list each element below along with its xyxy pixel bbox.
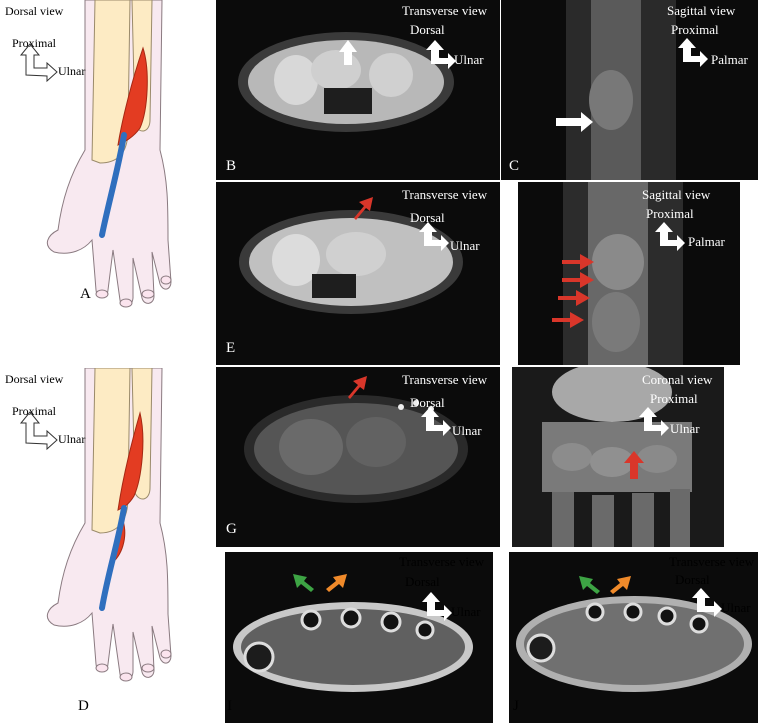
red-arrow-icon xyxy=(348,376,367,399)
red-arrow-icon xyxy=(552,312,584,328)
direction-dorsal: Dorsal xyxy=(410,210,445,225)
orange-arrow-icon xyxy=(610,576,631,594)
direction-ulnar: Ulnar xyxy=(721,600,751,615)
hand-illustration-a xyxy=(19,0,172,308)
direction-palmar: Palmar xyxy=(711,52,748,67)
panel-label: G xyxy=(226,521,237,537)
orientation-arrow-icon xyxy=(426,40,456,69)
panel-label: D xyxy=(78,698,89,714)
panel-h-coronal-mri: Coronal view Proximal Ulnar H xyxy=(512,367,724,547)
direction-ulnar: Ulnar xyxy=(451,604,481,619)
view-label: Transverse view xyxy=(399,554,485,569)
panel-label: J xyxy=(513,698,519,714)
direction-proximal: Proximal xyxy=(650,391,698,406)
direction-dorsal: Dorsal xyxy=(675,572,710,587)
red-arrow-icon xyxy=(354,197,373,220)
orientation-arrow-icon xyxy=(419,222,449,251)
panel-f-sagittal-mri: Sagittal view Proximal Palmar F xyxy=(518,182,740,365)
white-arrow-icon xyxy=(339,40,357,65)
direction-proximal: Proximal xyxy=(12,404,56,418)
view-label: Coronal view xyxy=(642,372,713,387)
view-label: Sagittal view xyxy=(667,3,736,18)
view-label: Transverse view xyxy=(402,3,488,18)
direction-dorsal: Dorsal xyxy=(410,22,445,37)
red-arrow-icon xyxy=(562,254,594,270)
view-label: Transverse view xyxy=(669,554,755,569)
direction-ulnar: Ulnar xyxy=(452,423,482,438)
view-label: Sagittal view xyxy=(642,187,711,202)
panel-label: A xyxy=(80,286,91,302)
panel-d-hand-diagram: Dorsal view Proximal Ulnar D xyxy=(0,368,215,723)
panel-label: C xyxy=(509,158,520,174)
panel-label: E xyxy=(226,340,236,356)
panel-label: I xyxy=(227,698,232,714)
panel-e-transverse-mri: Transverse view Dorsal Ulnar E xyxy=(216,182,500,365)
panel-i-transverse-mri: Transverse view Dorsal Ulnar I xyxy=(225,552,493,723)
orientation-arrow-icon xyxy=(639,407,669,436)
orientation-arrow-icon xyxy=(678,38,708,67)
orientation-arrow-icon xyxy=(422,592,452,621)
white-arrow-icon xyxy=(556,112,593,132)
direction-proximal: Proximal xyxy=(671,22,719,37)
direction-dorsal: Dorsal xyxy=(405,574,440,589)
direction-ulnar: Ulnar xyxy=(670,421,700,436)
orientation-arrow-icon xyxy=(421,407,451,436)
red-arrow-icon xyxy=(562,272,594,288)
direction-ulnar: Ulnar xyxy=(58,64,86,78)
orientation-arrow-icon xyxy=(655,222,685,251)
red-arrow-icon xyxy=(558,290,590,306)
direction-dorsal: Dorsal xyxy=(410,395,445,410)
view-label: Dorsal view xyxy=(5,4,64,18)
panel-b-transverse-mri: Transverse view Dorsal Ulnar B xyxy=(216,0,500,180)
orientation-arrow-icon xyxy=(692,588,722,617)
panel-g-transverse-mri: Transverse view Dorsal Ulnar G xyxy=(216,367,500,547)
direction-ulnar: Ulnar xyxy=(450,238,480,253)
red-arrow-icon xyxy=(624,451,644,479)
direction-ulnar: Ulnar xyxy=(58,432,86,446)
panel-j-transverse-mri: Transverse view Dorsal Ulnar J xyxy=(509,552,758,723)
panel-label: B xyxy=(226,158,237,174)
panel-a-hand-diagram: Dorsal view Proximal Ulnar A xyxy=(0,0,215,360)
green-arrow-icon xyxy=(293,574,314,592)
green-arrow-icon xyxy=(579,576,600,594)
view-label: Dorsal view xyxy=(5,372,64,386)
orange-arrow-icon xyxy=(326,574,347,592)
direction-proximal: Proximal xyxy=(12,36,56,50)
view-label: Transverse view xyxy=(402,187,488,202)
direction-proximal: Proximal xyxy=(646,206,694,221)
panel-c-sagittal-mri: Sagittal view Proximal Palmar C xyxy=(501,0,758,180)
direction-ulnar: Ulnar xyxy=(454,52,484,67)
hand-illustration-d xyxy=(19,368,172,682)
view-label: Transverse view xyxy=(402,372,488,387)
direction-palmar: Palmar xyxy=(688,234,725,249)
